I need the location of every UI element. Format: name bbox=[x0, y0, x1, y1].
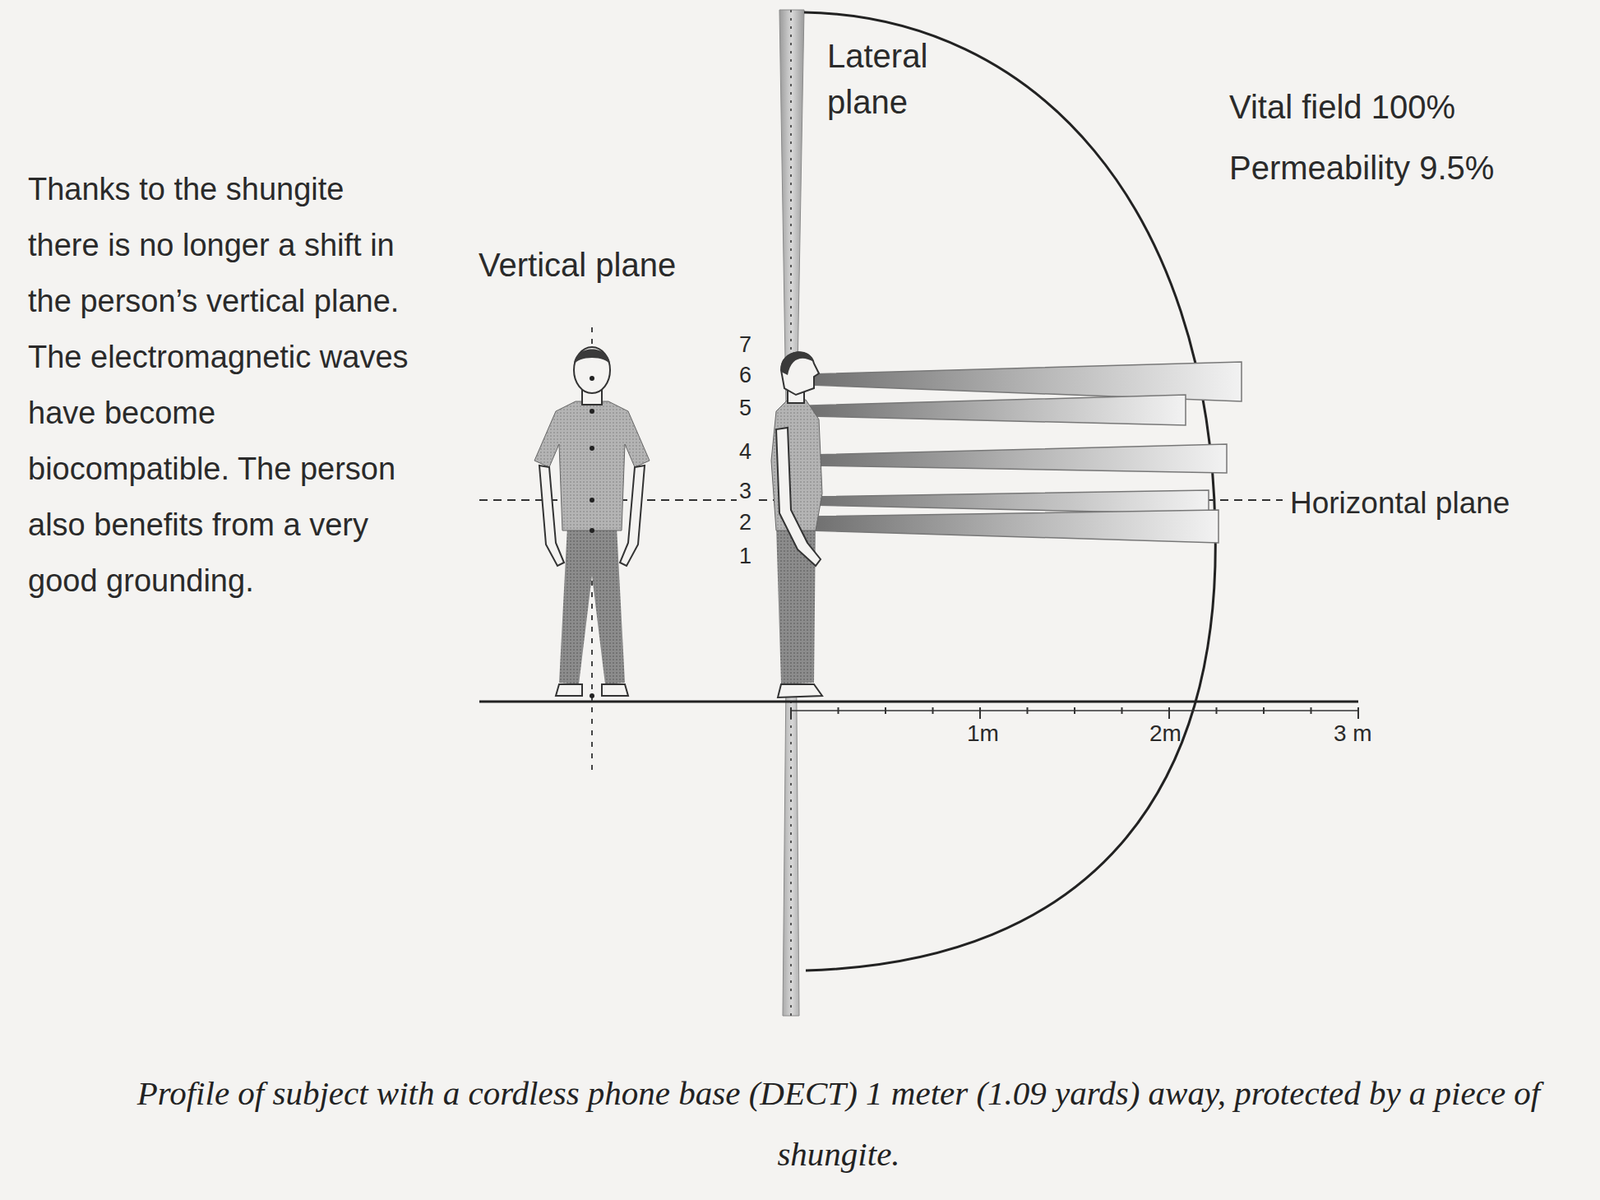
callout-number: 6 bbox=[736, 362, 754, 388]
scale-ticks bbox=[790, 707, 1359, 719]
scale-tick bbox=[790, 707, 792, 719]
field-value: Permeability 9.5% bbox=[1229, 147, 1494, 188]
scale-tick bbox=[1357, 707, 1360, 719]
scale-line bbox=[790, 709, 1359, 712]
callout-number: 1 bbox=[736, 543, 754, 569]
plane-label: Lateral plane bbox=[827, 32, 984, 125]
vital-field-outline bbox=[804, 12, 1216, 971]
plane-label: Horizontal plane bbox=[1287, 486, 1513, 520]
scale-label: 1m bbox=[966, 720, 999, 747]
scale-tick bbox=[1168, 707, 1170, 719]
callout-number: 2 bbox=[736, 509, 754, 535]
front-figure bbox=[534, 327, 650, 772]
figure-caption: Profile of subject with a cordless phone… bbox=[131, 1062, 1546, 1184]
callout-number: 7 bbox=[736, 332, 754, 357]
callout-number: 5 bbox=[736, 395, 754, 421]
side-note: Thanks to the shungite there is no longe… bbox=[27, 161, 421, 609]
field-value: Vital field 100% bbox=[1229, 87, 1456, 127]
scale-label: 2m bbox=[1149, 720, 1182, 747]
side-figure bbox=[771, 351, 823, 698]
callout-number: 3 bbox=[736, 478, 754, 504]
scale-tick bbox=[979, 707, 981, 719]
field-bars bbox=[809, 361, 1242, 543]
callout-number: 4 bbox=[736, 439, 754, 464]
plane-label: Vertical plane bbox=[478, 245, 676, 285]
scale-label: 3 m bbox=[1333, 720, 1373, 747]
ground-line bbox=[479, 700, 1359, 703]
